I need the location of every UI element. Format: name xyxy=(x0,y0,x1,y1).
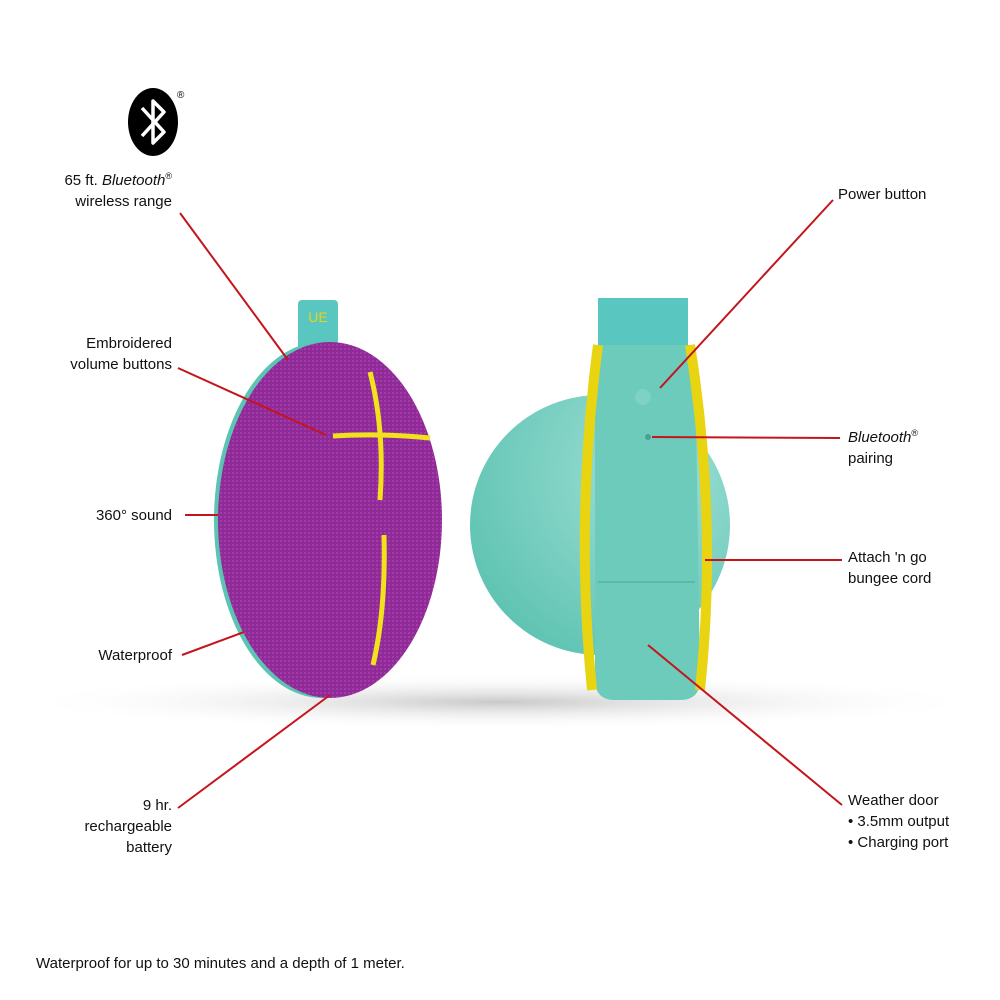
power-button xyxy=(635,389,651,405)
label-waterproof: Waterproof xyxy=(98,647,172,664)
svg-text:®: ® xyxy=(177,90,185,101)
ue-logo: UE xyxy=(308,309,327,325)
label-weather-door: Weather door• 3.5mm output• Charging por… xyxy=(848,792,950,851)
bungee-cord-right xyxy=(685,344,713,691)
leader-volume-buttons xyxy=(177,367,327,436)
leader-power-button xyxy=(659,199,834,389)
bluetooth-logo: ® xyxy=(128,88,185,156)
pairing-button xyxy=(645,434,651,440)
leader-waterproof xyxy=(181,631,245,656)
leader-bluetooth-range xyxy=(179,212,289,361)
leader-lines xyxy=(177,199,843,809)
speaker-back xyxy=(470,298,730,700)
floor-shadow xyxy=(10,674,990,730)
label-360-sound: 360° sound xyxy=(95,507,172,524)
leader-weather-door xyxy=(647,644,843,806)
speaker-front: UE xyxy=(214,300,442,698)
bungee-cord-left xyxy=(579,344,603,691)
label-bluetooth-range: 65 ft. Bluetooth® wireless range xyxy=(64,171,172,210)
footnote: Waterproof for up to 30 minutes and a de… xyxy=(36,955,405,972)
leader-pairing xyxy=(651,436,841,439)
leader-battery xyxy=(177,694,331,809)
label-bluetooth-pairing: Bluetooth®pairing xyxy=(848,428,919,467)
loop-strap xyxy=(598,298,688,348)
volume-down-stripe xyxy=(370,534,387,666)
label-power-button: Power button xyxy=(838,186,927,203)
volume-cross-bar xyxy=(332,432,431,441)
